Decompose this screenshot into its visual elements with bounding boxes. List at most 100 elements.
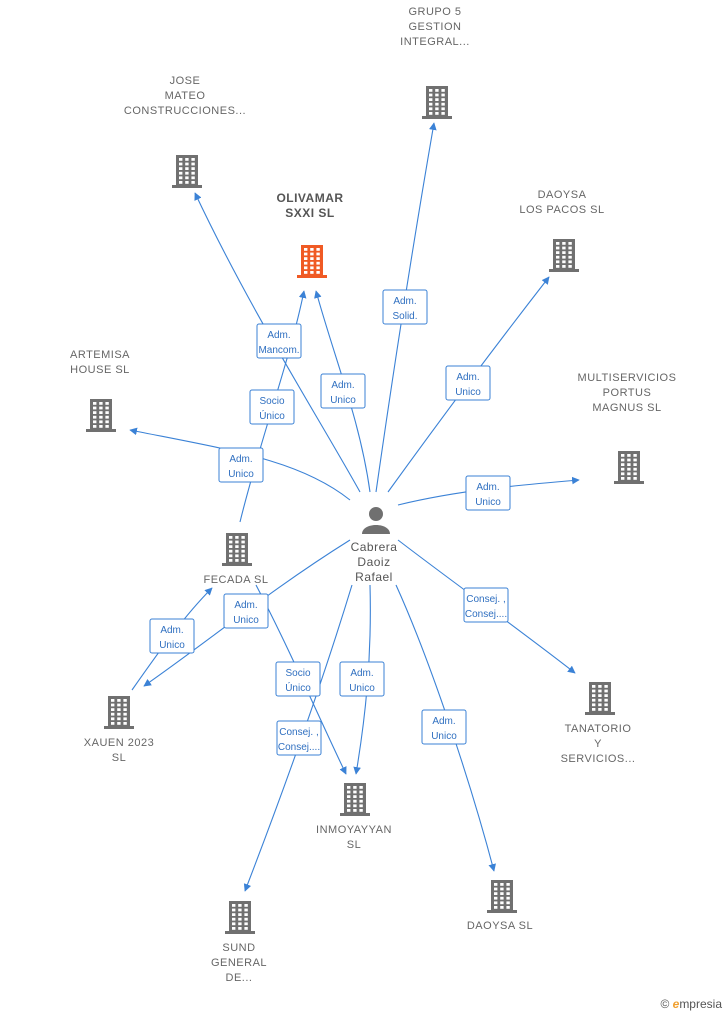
relation-badge-box bbox=[276, 720, 322, 756]
company-label: GRUPO 5 bbox=[408, 6, 461, 18]
company-label: SXXI SL bbox=[285, 206, 335, 220]
building-icon bbox=[585, 682, 615, 715]
relation-edge-jose bbox=[194, 192, 361, 493]
company-label: PORTUS bbox=[603, 387, 652, 399]
brand-initial: e bbox=[672, 997, 680, 1011]
company-label: CONSTRUCCIONES... bbox=[124, 105, 246, 117]
company-label: SL bbox=[347, 839, 361, 851]
company-label: OLIVAMAR bbox=[276, 191, 343, 205]
relation-label: Adm. bbox=[393, 296, 416, 307]
relation-label: Socio bbox=[285, 668, 310, 679]
relation-badge[interactable]: Adm. Mancom. bbox=[256, 323, 302, 359]
relation-label: Unico bbox=[330, 395, 356, 406]
relation-label: Adm. bbox=[267, 330, 290, 341]
company-label: DE... bbox=[226, 972, 253, 984]
company-label: Y bbox=[594, 738, 602, 750]
relation-badge[interactable]: Adm.Unico bbox=[465, 475, 511, 511]
relation-label: Adm. bbox=[350, 668, 373, 679]
building-icon bbox=[225, 901, 255, 934]
relation-label: Consej.... bbox=[278, 742, 320, 753]
company-label: DAOYSA SL bbox=[467, 920, 533, 932]
company-label: FECADA SL bbox=[203, 574, 268, 586]
company-label: SERVICIOS... bbox=[561, 753, 636, 765]
relation-label: Adm. bbox=[456, 372, 479, 383]
company-node-jose[interactable]: JOSE MATEO CONSTRUCCIONES... bbox=[124, 75, 246, 188]
relation-label: Socio bbox=[259, 396, 284, 407]
relation-badge-box bbox=[445, 365, 491, 401]
relation-badge[interactable]: Consej. , Consej.... bbox=[463, 587, 509, 623]
relation-label: Unico bbox=[431, 731, 457, 742]
company-node-fecada[interactable]: FECADA SL bbox=[203, 533, 268, 586]
company-label: GESTION bbox=[408, 21, 461, 33]
company-label: LOS PACOS SL bbox=[519, 204, 604, 216]
relation-label: Consej. , bbox=[279, 727, 318, 738]
relation-label: Adm. bbox=[229, 454, 252, 465]
company-label: MAGNUS SL bbox=[592, 402, 661, 414]
relation-label: Adm. bbox=[234, 600, 257, 611]
relation-label: Unico bbox=[159, 640, 185, 651]
relation-label: Único bbox=[285, 681, 311, 694]
relation-badge-box bbox=[465, 475, 511, 511]
company-node-tanatorio[interactable]: TANATORIOYSERVICIOS... bbox=[561, 682, 636, 765]
building-icon bbox=[422, 86, 452, 119]
relation-badge-box bbox=[149, 618, 195, 654]
person-label: Rafael bbox=[355, 570, 393, 584]
relation-badge[interactable]: Consej. , Consej.... bbox=[276, 720, 322, 756]
relation-badge[interactable]: Adm.Solid. bbox=[382, 289, 428, 325]
relation-badge[interactable]: Adm.Unico bbox=[445, 365, 491, 401]
relation-label: Mancom. bbox=[258, 345, 299, 356]
copyright-icon: © bbox=[660, 997, 670, 1011]
company-label: HOUSE SL bbox=[70, 364, 130, 376]
relation-badge[interactable]: Adm. Unico bbox=[339, 661, 385, 697]
relation-badge[interactable]: Adm.Unico bbox=[218, 447, 264, 483]
company-node-artemisa[interactable]: ARTEMISA HOUSE SL bbox=[70, 349, 130, 432]
company-label: JOSE bbox=[170, 75, 201, 87]
company-label: MATEO bbox=[165, 90, 206, 102]
relation-badge-box bbox=[320, 373, 366, 409]
relation-label: Adm. bbox=[160, 625, 183, 636]
building-icon bbox=[104, 696, 134, 729]
relation-label: Adm. bbox=[476, 482, 499, 493]
building-icon bbox=[86, 399, 116, 432]
relation-label: Unico bbox=[349, 683, 375, 694]
relation-badge-box bbox=[256, 323, 302, 359]
relation-badge[interactable]: Adm. Unico bbox=[149, 618, 195, 654]
person-label: Cabrera bbox=[351, 540, 398, 554]
relation-badge-box bbox=[275, 661, 321, 697]
brand-name: mpresia bbox=[679, 997, 722, 1011]
relation-label: Adm. bbox=[432, 716, 455, 727]
company-node-sund[interactable]: SUNDGENERALDE... bbox=[211, 901, 267, 984]
relation-badge[interactable]: Adm. Unico bbox=[223, 593, 269, 629]
person-icon bbox=[362, 507, 390, 534]
relation-badge-box bbox=[382, 289, 428, 325]
company-label: XAUEN 2023 bbox=[84, 737, 154, 749]
building-icon bbox=[614, 451, 644, 484]
relation-label: Consej.... bbox=[465, 609, 507, 620]
company-label: MULTISERVICIOS bbox=[578, 372, 677, 384]
relation-badge[interactable]: Adm.Unico bbox=[320, 373, 366, 409]
relation-badge-box bbox=[223, 593, 269, 629]
company-node-multiservicios[interactable]: MULTISERVICIOS PORTUS MAGNUS SL bbox=[578, 372, 677, 484]
company-node-daoysa[interactable]: DAOYSA SL bbox=[467, 880, 533, 932]
relation-label: Consej. , bbox=[466, 594, 505, 605]
relation-badge-box bbox=[218, 447, 264, 483]
building-icon bbox=[297, 245, 327, 278]
building-icon bbox=[487, 880, 517, 913]
company-node-grupo5[interactable]: GRUPO 5GESTIONINTEGRAL... bbox=[400, 6, 470, 119]
relation-label: Único bbox=[259, 409, 285, 422]
company-label: GENERAL bbox=[211, 957, 267, 969]
building-icon bbox=[340, 783, 370, 816]
relation-label: Unico bbox=[233, 615, 259, 626]
company-label: ARTEMISA bbox=[70, 349, 130, 361]
building-icon bbox=[222, 533, 252, 566]
brand-footer: © empresia bbox=[660, 997, 722, 1011]
relation-badge[interactable]: Adm. Unico bbox=[421, 709, 467, 745]
